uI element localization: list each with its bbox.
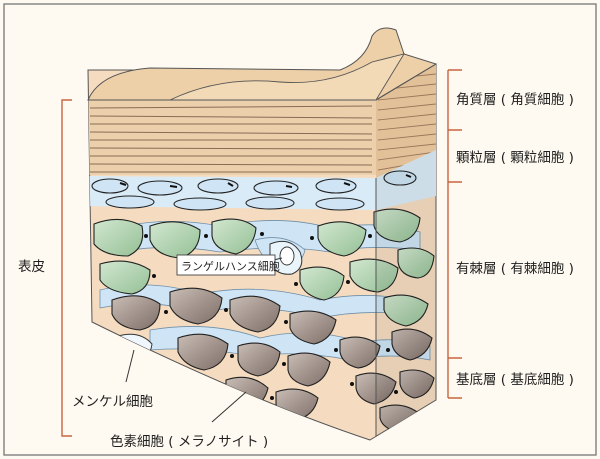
langerhans-label-box: ランゲルハンス細胞	[177, 255, 280, 275]
skin-block	[80, 28, 436, 440]
label-merkel: メンケル細胞	[72, 394, 153, 410]
bracket-epidermis	[62, 100, 72, 436]
label-spinous-layer: 有棘層 ( 有棘細胞 )	[456, 261, 574, 277]
leader-merkel	[126, 350, 134, 382]
label-langerhans: ランゲルハンス細胞	[181, 260, 280, 273]
label-granular-layer: 顆粒層 ( 顆粒細胞 )	[456, 150, 574, 166]
lower-side-face	[376, 150, 436, 440]
label-epidermis: 表皮	[18, 259, 45, 275]
right-brackets	[448, 70, 462, 398]
keratin-layer-lines	[80, 100, 380, 175]
label-keratin-layer: 角質層 ( 角質細胞 )	[456, 92, 574, 108]
label-melanocyte: 色素細胞 ( メラノサイト )	[110, 433, 268, 450]
leader-melanocyte	[212, 392, 246, 422]
label-basal-layer: 基底層 ( 基底細胞 )	[456, 371, 574, 388]
